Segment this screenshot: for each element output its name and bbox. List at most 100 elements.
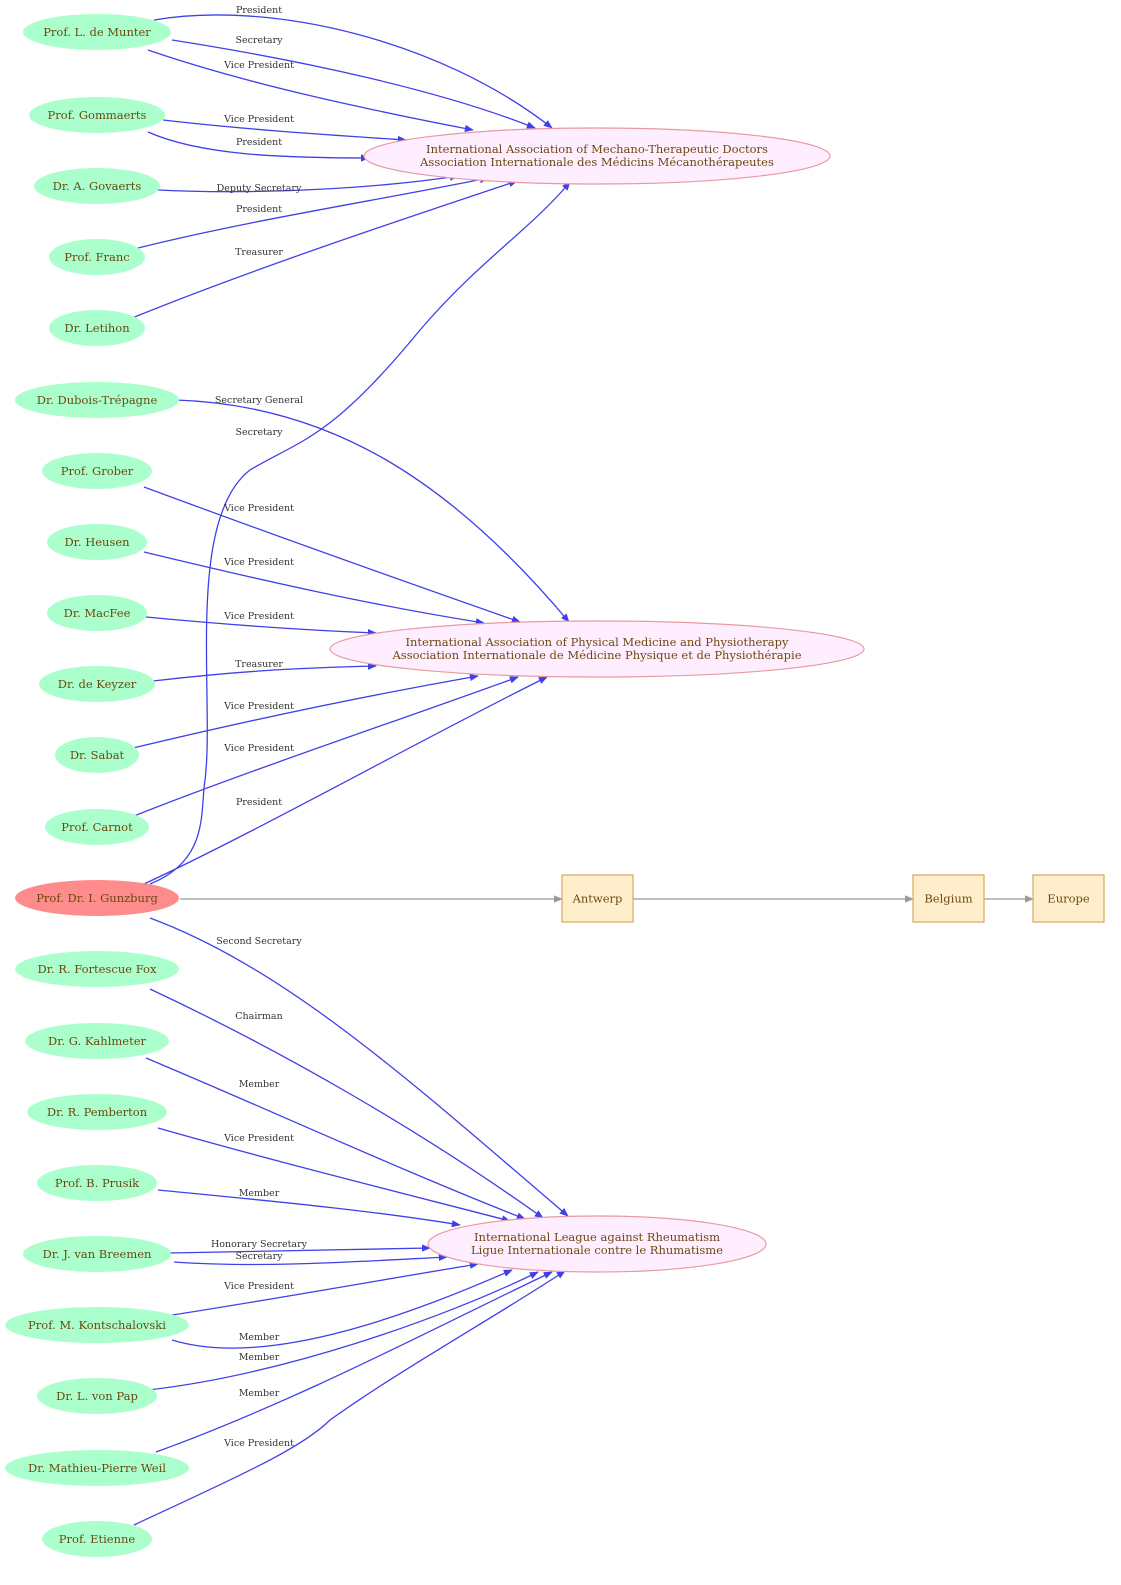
- person-node-keyzer[interactable]: Dr. de Keyzer: [39, 666, 155, 702]
- role-label: Honorary Secretary: [211, 1239, 308, 1250]
- location-node-antwerp[interactable]: Antwerp: [561, 874, 634, 923]
- role-edge-govaerts-mechano: [157, 173, 459, 193]
- person-ellipse: [49, 310, 145, 346]
- person-node-kahlmeter[interactable]: Dr. G. Kahlmeter: [25, 1023, 169, 1059]
- organization-node-physical[interactable]: International Association of Physical Me…: [329, 620, 865, 678]
- role-label: Vice President: [223, 557, 294, 568]
- person-node-prusik[interactable]: Prof. B. Prusik: [37, 1165, 157, 1201]
- organization-node-rheumatism[interactable]: International League against RheumatismL…: [427, 1215, 767, 1273]
- person-node-breemen[interactable]: Dr. J. van Breemen: [23, 1236, 171, 1272]
- person-name: Dr. R. Pemberton: [47, 1105, 148, 1119]
- person-ellipse: [5, 1307, 189, 1343]
- role-label: Treasurer: [235, 659, 283, 670]
- person-ellipse: [5, 1450, 189, 1486]
- role-label: Member: [239, 1388, 280, 1399]
- role-edge-kontschalovski-rheumatism: [165, 1261, 479, 1317]
- person-name: Dr. G. Kahlmeter: [48, 1034, 147, 1048]
- role-edge-kontschalovski-rheumatism: [171, 1269, 513, 1349]
- person-node-grober[interactable]: Prof. Grober: [42, 453, 152, 489]
- role-label: President: [236, 204, 282, 215]
- organization-ellipse: [329, 620, 865, 678]
- person-name: Dr. Dubois-Trépagne: [37, 393, 158, 407]
- person-name: Dr. Letihon: [64, 321, 130, 335]
- organization-name-en: International Association of Mechano-The…: [426, 142, 768, 156]
- role-label: Vice President: [223, 503, 294, 514]
- location-node-belgium[interactable]: Belgium: [912, 874, 985, 923]
- person-ellipse: [47, 524, 147, 560]
- person-node-heusen[interactable]: Dr. Heusen: [47, 524, 147, 560]
- person-node-etienne[interactable]: Prof. Etienne: [42, 1521, 152, 1557]
- role-edge-heusen-physical: [143, 551, 485, 626]
- person-node-govaerts[interactable]: Dr. A. Govaerts: [34, 168, 160, 204]
- person-name: Prof. M. Kontschalovski: [28, 1318, 166, 1332]
- role-edge-weil-rheumatism: [155, 1271, 553, 1453]
- person-ellipse: [42, 1521, 152, 1557]
- person-name: Prof. Etienne: [59, 1532, 136, 1546]
- role-edge-munter-mechano: [171, 39, 536, 129]
- person-name: Dr. Sabat: [70, 748, 125, 762]
- role-label: Vice President: [223, 701, 294, 712]
- role-label: Secretary: [235, 35, 283, 46]
- edges-layer: [131, 14, 1034, 1526]
- person-node-dubois[interactable]: Dr. Dubois-Trépagne: [15, 382, 179, 418]
- person-ellipse: [39, 666, 155, 702]
- role-label: Vice President: [223, 1438, 294, 1449]
- person-name: Dr. J. van Breemen: [43, 1247, 152, 1261]
- role-label: Vice President: [223, 114, 294, 125]
- person-name: Prof. B. Prusik: [55, 1176, 140, 1190]
- organization-name-fr: Association Internationale des Médicins …: [419, 155, 774, 169]
- person-node-munter[interactable]: Prof. L. de Munter: [23, 14, 171, 50]
- organization-ellipse: [427, 1215, 767, 1273]
- person-node-pemberton[interactable]: Dr. R. Pemberton: [27, 1094, 167, 1130]
- role-label: Vice President: [223, 1281, 294, 1292]
- person-node-fox[interactable]: Dr. R. Fortescue Fox: [15, 951, 179, 987]
- role-edge-grober-physical: [143, 486, 521, 623]
- location-box: [912, 874, 985, 923]
- role-edge-gommaerts-mechano: [147, 131, 370, 162]
- person-ellipse: [15, 880, 179, 916]
- role-label: Vice President: [223, 1133, 294, 1144]
- person-node-macfee[interactable]: Dr. MacFee: [47, 595, 147, 631]
- person-node-gunzburg[interactable]: Prof. Dr. I. Gunzburg: [15, 880, 179, 916]
- role-edge-etienne-rheumatism: [133, 1270, 566, 1526]
- role-label: Vice President: [223, 743, 294, 754]
- role-label: Deputy Secretary: [217, 183, 302, 194]
- role-edge-sabat-physical: [132, 673, 479, 749]
- person-ellipse: [49, 239, 145, 275]
- location-name: Antwerp: [572, 892, 623, 906]
- role-label: Vice President: [223, 611, 294, 622]
- location-box: [1032, 874, 1105, 923]
- organization-node-mechano[interactable]: International Association of Mechano-The…: [363, 127, 831, 185]
- person-node-sabat[interactable]: Dr. Sabat: [55, 737, 139, 773]
- role-label: Secretary: [235, 1251, 283, 1262]
- person-ellipse: [37, 1378, 157, 1414]
- organization-name-en: International Association of Physical Me…: [405, 635, 789, 649]
- person-node-weil[interactable]: Dr. Mathieu-Pierre Weil: [5, 1450, 189, 1486]
- role-edge-kahlmeter-rheumatism: [145, 1057, 526, 1220]
- person-name: Dr. L. von Pap: [56, 1389, 138, 1403]
- role-label: Secretary: [235, 427, 283, 438]
- person-name: Prof. Franc: [64, 250, 130, 264]
- person-node-franc[interactable]: Prof. Franc: [49, 239, 145, 275]
- person-name: Prof. Grober: [61, 464, 134, 478]
- organization-ellipse: [363, 127, 831, 185]
- person-node-carnot[interactable]: Prof. Carnot: [45, 809, 149, 845]
- role-label: Second Secretary: [216, 936, 302, 947]
- role-edge-pap-rheumatism: [147, 1271, 539, 1391]
- person-ellipse: [23, 1236, 171, 1272]
- role-edge-pemberton-rheumatism: [157, 1127, 511, 1223]
- role-edge-carnot-physical: [133, 676, 519, 817]
- role-edge-keyzer-physical: [152, 662, 377, 682]
- person-ellipse: [42, 453, 152, 489]
- person-ellipse: [25, 1023, 169, 1059]
- role-label: President: [236, 5, 282, 16]
- location-node-europe[interactable]: Europe: [1032, 874, 1105, 923]
- role-label: Member: [239, 1188, 280, 1199]
- person-ellipse: [37, 1165, 157, 1201]
- person-node-letihon[interactable]: Dr. Letihon: [49, 310, 145, 346]
- person-node-pap[interactable]: Dr. L. von Pap: [37, 1378, 157, 1414]
- person-node-kontschalovski[interactable]: Prof. M. Kontschalovski: [5, 1307, 189, 1343]
- person-node-gommaerts[interactable]: Prof. Gommaerts: [29, 97, 165, 133]
- person-ellipse: [55, 737, 139, 773]
